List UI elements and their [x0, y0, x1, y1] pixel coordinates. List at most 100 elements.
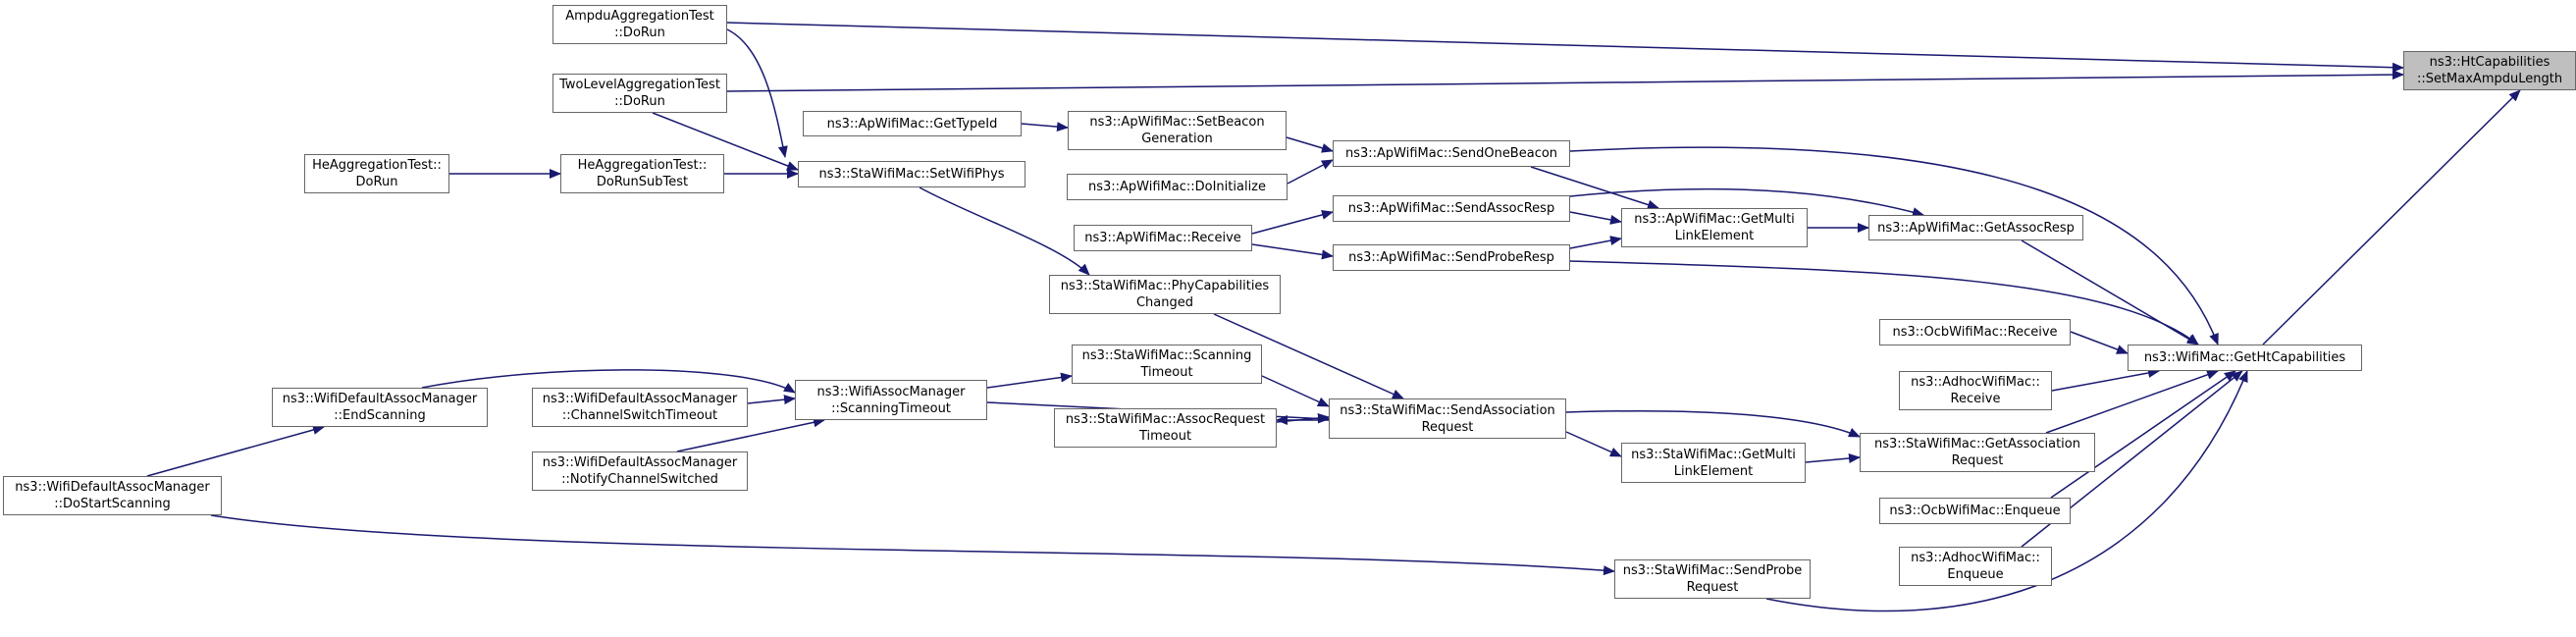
node-label-line: ::EndScanning [334, 408, 426, 423]
edge-sendAssocResp-to-getAssocResp [1569, 187, 1924, 217]
edge-staGetMulti-to-getAssocReq [1805, 453, 1861, 463]
node-root: ns3::HtCapabilities::SetMaxAmpduLength [2403, 51, 2576, 90]
edge-twolevel-to-setPhys [652, 112, 799, 171]
node-label-line: ns3::StaWifiMac::SendProbe [1622, 563, 1803, 578]
node-label-line: ns3::ApWifiMac::SendOneBeacon [1344, 146, 1558, 161]
node-do-start-scan[interactable]: ns3::WifiDefaultAssocManager::DoStartSca… [3, 476, 222, 515]
node-send-assoc-resp[interactable]: ns3::ApWifiMac::SendAssocResp [1333, 195, 1570, 222]
edge-sendAssocResp-to-apGetMulti [1569, 211, 1622, 225]
node-ap-receive[interactable]: ns3::ApWifiMac::Receive [1074, 225, 1252, 251]
edge-doStartScan-to-sendProbeReq [210, 514, 1615, 576]
node-do-init[interactable]: ns3::ApWifiMac::DoInitialize [1067, 174, 1288, 200]
node-label-line: ns3::OcbWifiMac::Receive [1892, 325, 2058, 340]
edge-getAssocResp-to-getHt [2021, 239, 2199, 345]
node-label-line: LinkElement [1674, 229, 1755, 243]
node-label-line: ::ChannelSwitchTimeout [561, 408, 718, 423]
node-label-line: Enqueue [1947, 567, 2004, 582]
node-label-line: ns3::ApWifiMac::GetAssocResp [1877, 220, 2075, 236]
node-label-line: ::ScanningTimeout [831, 400, 951, 416]
graph-edges [146, 22, 2521, 612]
edge-apReceive-to-sendAssocResp [1251, 210, 1334, 235]
edge-endScanning-to-assocMgrScan [421, 369, 796, 394]
edge-sendAssocReq-to-staGetMulti [1565, 431, 1622, 457]
node-adhoc-receive[interactable]: ns3::AdhocWifiMac::Receive [1899, 371, 2052, 410]
edge-apReceive-to-sendProbeResp [1251, 243, 1334, 260]
node-label-line: ns3::AdhocWifiMac:: [1911, 375, 2040, 390]
edge-twolevel-to-root [726, 70, 2404, 92]
node-label-line: ns3::HtCapabilities [2429, 55, 2550, 70]
node-ocb-receive[interactable]: ns3::OcbWifiMac::Receive [1879, 319, 2071, 345]
edge-sendBeacon-to-apGetMulti [1530, 166, 1659, 210]
node-adhoc-enqueue[interactable]: ns3::AdhocWifiMac::Enqueue [1899, 547, 2052, 586]
node-label-line: ns3::StaWifiMac::PhyCapabilities [1060, 279, 1270, 293]
node-label-line: ns3::ApWifiMac::GetTypeId [826, 116, 998, 132]
edge-ampdu-to-root [726, 22, 2404, 73]
node-label-line: ::DoRun [614, 94, 665, 109]
node-label-line: Timeout [1140, 365, 1193, 380]
node-label-line: Request [1951, 453, 2004, 468]
edge-sendProbeResp-to-getHt [1569, 260, 2199, 345]
node-he-run[interactable]: HeAggregationTest::DoRun [304, 154, 449, 193]
edge-getTypeId-to-setBeacon [1021, 122, 1069, 133]
edge-phyCap-to-sendAssocReq [1213, 313, 1404, 399]
edge-assocMgrScan-to-scanTimeout [986, 372, 1073, 389]
node-label-line: Request [1686, 580, 1739, 595]
node-end-scanning[interactable]: ns3::WifiDefaultAssocManager::EndScannin… [272, 388, 488, 427]
node-label-line: ns3::OcbWifiMac::Enqueue [1889, 504, 2061, 518]
node-ampdu[interactable]: AmpduAggregationTest::DoRun [552, 5, 727, 44]
node-label-line: ns3::StaWifiMac::Scanning [1081, 348, 1252, 363]
node-label-line: ns3::StaWifiMac::GetAssociation [1873, 437, 2080, 451]
node-chan-switch-timeout[interactable]: ns3::WifiDefaultAssocManager::ChannelSwi… [532, 388, 748, 427]
edge-getAssocReq-to-getHt [2045, 370, 2219, 434]
node-label-line: ::NotifyChannelSwitched [561, 472, 718, 487]
node-label-line: ns3::WifiDefaultAssocManager [542, 455, 738, 470]
node-get-assoc-resp[interactable]: ns3::ApWifiMac::GetAssocResp [1868, 215, 2083, 240]
node-label-line: ns3::WifiDefaultAssocManager [282, 392, 478, 406]
node-send-beacon[interactable]: ns3::ApWifiMac::SendOneBeacon [1333, 140, 1570, 167]
node-label-line: TwoLevelAggregationTest [559, 78, 720, 92]
node-twolevel[interactable]: TwoLevelAggregationTest::DoRun [552, 74, 727, 113]
node-assoc-mgr-scan[interactable]: ns3::WifiAssocManager::ScanningTimeout [795, 380, 987, 420]
node-label-line: ns3::ApWifiMac::Receive [1084, 231, 1241, 245]
node-he-sub[interactable]: HeAggregationTest::DoRunSubTest [560, 154, 724, 193]
node-ocb-enqueue[interactable]: ns3::OcbWifiMac::Enqueue [1879, 498, 2071, 524]
node-label-line: ns3::StaWifiMac::GetMulti [1631, 447, 1796, 462]
node-set-phys[interactable]: ns3::StaWifiMac::SetWifiPhys [798, 161, 1025, 187]
edge-adhocReceive-to-getHt [2051, 368, 2160, 392]
node-label-line: ns3::WifiAssocManager [816, 384, 966, 399]
edge-setBeacon-to-sendBeacon [1286, 136, 1334, 153]
edge-chanSwitchTimeout-to-assocMgrScan [747, 395, 796, 405]
node-label-line: Receive [1950, 392, 2001, 406]
node-label-line: LinkElement [1673, 463, 1754, 479]
node-label-line: ns3::ApWifiMac::SetBeacon [1089, 115, 1265, 130]
node-label-line: ns3::WifiDefaultAssocManager [15, 480, 210, 495]
edge-ocbEnqueue-to-getHt [2050, 370, 2236, 499]
node-label-line: ns3::StaWifiMac::SendAssociation [1340, 402, 1555, 418]
node-label-line: ns3::AdhocWifiMac:: [1911, 551, 2040, 565]
edge-ampdu-to-setPhys [726, 28, 788, 158]
node-label-line: Timeout [1138, 429, 1192, 444]
node-get-ht[interactable]: ns3::WifiMac::GetHtCapabilities [2128, 345, 2362, 371]
node-notify-chan[interactable]: ns3::WifiDefaultAssocManager::NotifyChan… [532, 451, 748, 491]
node-label-line: ns3::StaWifiMac::AssocRequest [1065, 412, 1266, 427]
node-label-line: ::DoRun [614, 26, 665, 40]
node-send-probe-resp[interactable]: ns3::ApWifiMac::SendProbeResp [1333, 244, 1570, 271]
node-label-line: AmpduAggregationTest [565, 9, 714, 24]
node-label-line: ::DoStartScanning [54, 497, 171, 511]
node-label-line: HeAggregationTest:: [312, 158, 442, 173]
node-label-line: ns3::ApWifiMac::DoInitialize [1087, 180, 1267, 194]
node-label-line: DoRun [355, 175, 398, 189]
node-get-type-id[interactable]: ns3::ApWifiMac::GetTypeId [803, 111, 1022, 136]
edge-sendAssocReq-to-getAssocReq [1565, 409, 1861, 438]
edge-doInit-to-sendBeacon [1287, 159, 1334, 185]
